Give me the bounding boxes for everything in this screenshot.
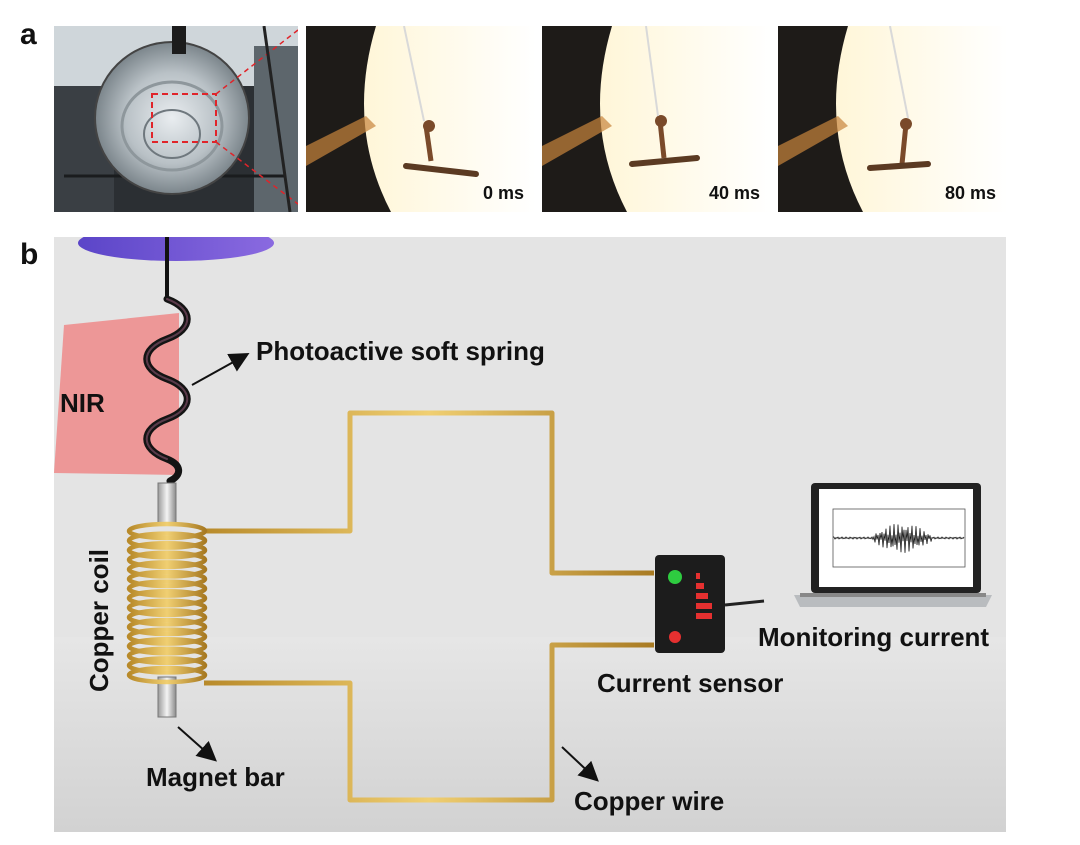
coil-label: Copper coil [84, 548, 114, 692]
nir-label: NIR [60, 388, 105, 418]
copper-coil [126, 521, 208, 685]
coil-turn [126, 540, 208, 560]
magnet-arrow [177, 726, 217, 762]
wire-arrow [561, 746, 599, 782]
frame-photo-80ms: 80 ms [778, 26, 1008, 212]
frame-time-label: 0 ms [482, 183, 524, 203]
coil-turn [126, 636, 208, 656]
coil-turn [126, 521, 208, 541]
coil-turn [126, 560, 208, 579]
coil-turn [126, 550, 208, 570]
coil-turn [126, 627, 208, 646]
laser-disc [78, 237, 274, 261]
spring-arrow [191, 353, 250, 386]
coil-turn [126, 598, 208, 618]
frame-photo-40ms: 40 ms [542, 26, 772, 212]
lens-overview-photo [54, 26, 298, 212]
frame-time-label: 40 ms [708, 183, 760, 203]
panel-letter-a: a [20, 18, 37, 51]
coil-turn [126, 665, 208, 685]
frame-time-label: 80 ms [944, 183, 996, 203]
coil-turn [126, 579, 208, 598]
sensor-label: Current sensor [597, 668, 784, 698]
spring-label: Photoactive soft spring [256, 336, 545, 366]
coil-turn [126, 656, 208, 675]
copper-wire [204, 410, 654, 803]
coil-turn [126, 569, 208, 589]
laptop [794, 483, 992, 607]
magnet-bar [157, 482, 177, 718]
coil-turn [126, 531, 208, 550]
current-sensor [655, 555, 765, 653]
green-led-icon [668, 570, 682, 584]
coil-turn [126, 608, 208, 627]
current-waveform [833, 524, 965, 553]
monitor-label: Monitoring current [758, 622, 990, 652]
frame-photo-0ms: 0 ms [306, 26, 536, 212]
coil-turn [126, 646, 208, 666]
device-schematic [54, 237, 1006, 832]
wire-label: Copper wire [574, 786, 725, 816]
red-led-icon [669, 631, 681, 643]
coil-turn [126, 588, 208, 608]
soft-spring [143, 237, 191, 485]
panel-letter-b: b [20, 238, 39, 271]
magnet-label: Magnet bar [146, 762, 285, 792]
coil-turn [126, 617, 208, 637]
